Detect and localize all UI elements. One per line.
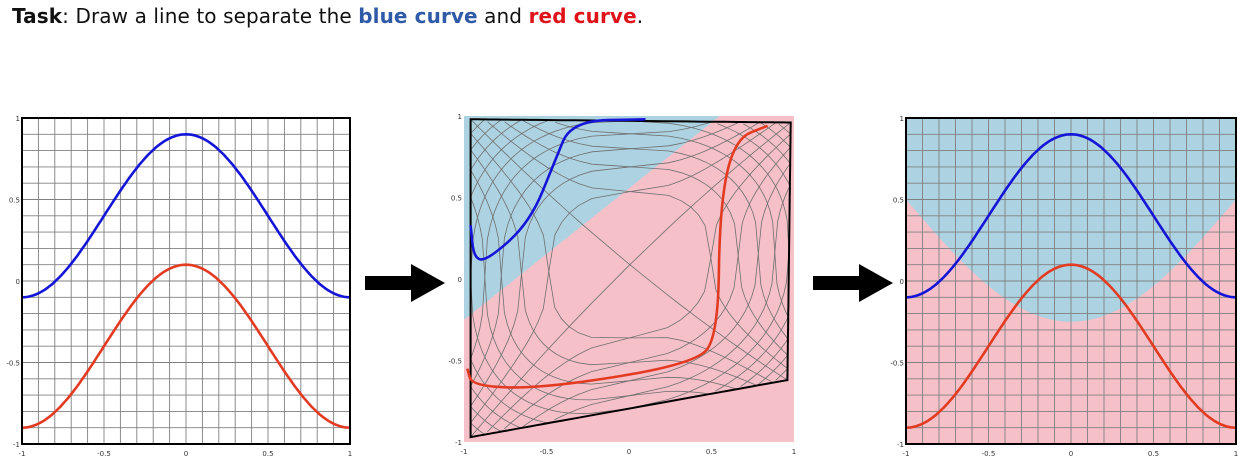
warped-grid-line bbox=[487, 133, 791, 433]
p3-y-tick-label: 1 bbox=[900, 115, 904, 123]
p3-x-tick-label: 1 bbox=[1234, 450, 1238, 458]
input-curves-plot: -1 -0.5 0 0.5 1 1 0.5 0 -0.5 -1 bbox=[6, 115, 352, 458]
warped-grid-line bbox=[504, 121, 788, 356]
red-curve bbox=[905, 263, 1237, 429]
p1-y-tick-label: 0 bbox=[16, 278, 20, 286]
p3-y-tick-label: -0.5 bbox=[890, 360, 904, 368]
right-arrow-icon bbox=[813, 264, 893, 302]
p1-x-tick-label: 1 bbox=[348, 450, 352, 458]
p1-y-tick-label: -1 bbox=[13, 441, 20, 449]
warped-grid-line bbox=[555, 121, 789, 317]
warped-grid-line bbox=[756, 354, 789, 386]
warped-boundary bbox=[469, 118, 792, 439]
p1-y-tick-label: 0.5 bbox=[9, 197, 20, 205]
p2-x-tick-label: -0.5 bbox=[540, 448, 554, 456]
red-curve bbox=[466, 124, 769, 389]
warped-grid-line bbox=[775, 368, 788, 381]
p1-x-tick-label: 0.5 bbox=[262, 450, 273, 458]
red-curve-label: red curve bbox=[528, 4, 637, 28]
blue-curve bbox=[905, 132, 1237, 299]
red-curve bbox=[21, 263, 351, 429]
p1-y-tick-label: -0.5 bbox=[6, 360, 20, 368]
warped-grid-line bbox=[554, 185, 791, 421]
p3-x-tick-label: 0.5 bbox=[1148, 450, 1159, 458]
blue-curve bbox=[21, 132, 351, 299]
warped-grid-line bbox=[487, 121, 788, 369]
warped-grid-line bbox=[743, 123, 791, 164]
blue-curve bbox=[469, 118, 646, 261]
p1-y-tick-label: 1 bbox=[16, 115, 20, 123]
task-colon: : bbox=[62, 4, 70, 28]
p3-x-tick-label: -1 bbox=[903, 450, 910, 458]
right-arrow-icon bbox=[365, 264, 445, 302]
p3-x-tick-label: 0 bbox=[1069, 450, 1073, 458]
p2-y-tick-label: -0.5 bbox=[448, 358, 462, 366]
p2-y-tick-label: -1 bbox=[455, 439, 462, 447]
blue-curve-label: blue curve bbox=[358, 4, 478, 28]
p2-x-tick-label: -1 bbox=[461, 448, 468, 456]
p3-y-tick-label: 0.5 bbox=[893, 197, 904, 205]
warped-grid-line bbox=[628, 251, 790, 409]
warped-grid-line bbox=[778, 123, 791, 135]
p2-y-tick-label: 0.5 bbox=[451, 195, 462, 203]
decision-regions-plot: -1 -0.5 0 0.5 1 1 0.5 0 -0.5 -1 bbox=[890, 115, 1238, 458]
warped-grid-line bbox=[630, 120, 790, 252]
warped-grid-line bbox=[714, 316, 789, 392]
p2-y-tick-label: 1 bbox=[458, 113, 462, 121]
blue-region bbox=[464, 116, 720, 320]
warped-grid bbox=[470, 119, 791, 438]
p2-x-tick-label: 0 bbox=[627, 448, 631, 456]
warped-grid-line bbox=[740, 338, 789, 387]
warped-grid-line bbox=[503, 147, 791, 430]
p3-y-tick-label: -1 bbox=[897, 441, 904, 449]
p2-x-tick-label: 0.5 bbox=[706, 448, 717, 456]
p1-x-tick-label: -0.5 bbox=[97, 450, 111, 458]
warped-grid-line bbox=[470, 122, 791, 438]
warped-grid-line bbox=[520, 163, 791, 429]
p1-x-tick-label: -1 bbox=[19, 450, 26, 458]
p2-x-tick-label: 1 bbox=[792, 448, 796, 456]
plot-border bbox=[905, 117, 1237, 445]
task-label: Task bbox=[12, 4, 63, 28]
task-text-2: and bbox=[477, 4, 529, 28]
transformed-space-plot: -1 -0.5 0 0.5 1 1 0.5 0 -0.5 -1 bbox=[448, 113, 796, 456]
p3-y-tick-label: 0 bbox=[900, 278, 904, 286]
p3-x-tick-label: -0.5 bbox=[982, 450, 996, 458]
plot-border bbox=[21, 117, 351, 445]
task-text-1: Draw a line to separate the bbox=[69, 4, 359, 28]
task-period: . bbox=[636, 4, 644, 28]
p2-y-tick-label: 0 bbox=[458, 276, 462, 284]
warped-grid-line bbox=[717, 123, 791, 186]
task-instruction: Task: Draw a line to separate the blue c… bbox=[12, 4, 643, 28]
p1-x-tick-label: 0 bbox=[184, 450, 188, 458]
